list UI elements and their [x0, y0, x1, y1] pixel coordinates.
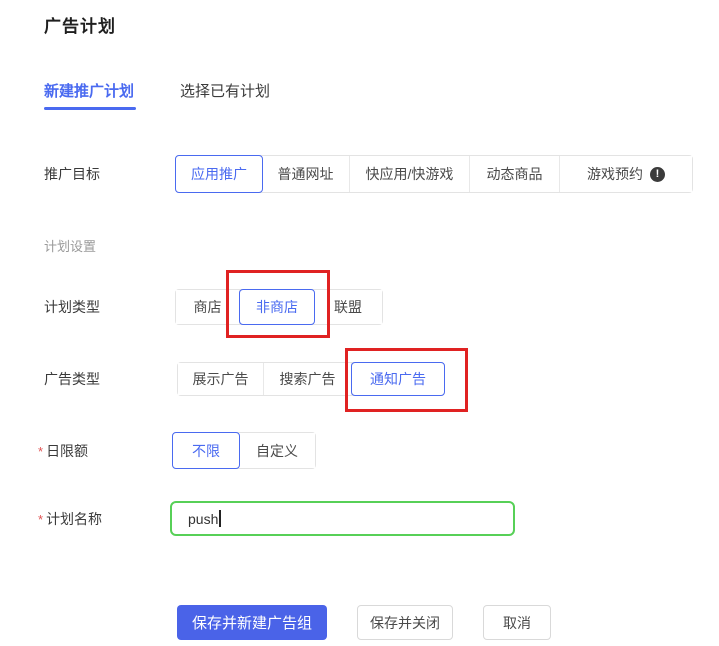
plan-type-group: 商店 非商店 联盟 — [175, 289, 383, 325]
daily-limit-label: *日限额 — [38, 441, 88, 462]
save-and-new-adgroup-button[interactable]: 保存并新建广告组 — [177, 605, 327, 640]
daily-limit-label-text: 日限额 — [46, 443, 89, 459]
text-caret — [219, 510, 221, 527]
daily-limit-custom[interactable]: 自定义 — [239, 433, 315, 468]
plan-type-non-store[interactable]: 非商店 — [239, 289, 315, 325]
goal-game-reservation-label: 游戏预约 — [587, 166, 643, 182]
required-mark: * — [38, 512, 44, 527]
plan-name-label-text: 计划名称 — [46, 511, 103, 527]
ad-type-label: 广告类型 — [44, 371, 100, 387]
goal-game-reservation[interactable]: 游戏预约 ! — [560, 156, 692, 192]
goal-app-promotion[interactable]: 应用推广 — [175, 155, 263, 193]
required-mark: * — [38, 444, 44, 459]
tab-existing-plan[interactable]: 选择已有计划 — [180, 83, 271, 100]
plan-name-input[interactable]: push — [170, 501, 515, 536]
goal-dynamic-product[interactable]: 动态商品 — [470, 156, 560, 192]
tab-new-plan[interactable]: 新建推广计划 — [44, 83, 135, 100]
goal-quick-app[interactable]: 快应用/快游戏 — [350, 156, 470, 192]
ad-type-search[interactable]: 搜索广告 — [264, 363, 352, 395]
promotion-goal-group: 应用推广 普通网址 快应用/快游戏 动态商品 游戏预约 ! — [175, 155, 693, 193]
plan-type-store[interactable]: 商店 — [176, 290, 240, 324]
promotion-goal-label: 推广目标 — [44, 166, 100, 182]
ad-type-group: 展示广告 搜索广告 通知广告 — [177, 362, 445, 396]
ad-type-display[interactable]: 展示广告 — [178, 363, 264, 395]
plan-name-value: push — [188, 510, 219, 527]
active-tab-underline — [44, 107, 136, 110]
info-icon: ! — [650, 166, 665, 182]
daily-limit-group: 不限 自定义 — [172, 432, 316, 469]
save-and-close-button[interactable]: 保存并关闭 — [357, 605, 453, 640]
plan-type-alliance[interactable]: 联盟 — [314, 290, 382, 324]
goal-normal-url[interactable]: 普通网址 — [262, 156, 350, 192]
ad-type-notification[interactable]: 通知广告 — [351, 362, 445, 396]
plan-settings-section-label: 计划设置 — [44, 239, 97, 254]
plan-name-label: *计划名称 — [38, 509, 102, 530]
plan-type-label: 计划类型 — [44, 299, 100, 315]
page-title: 广告计划 — [44, 17, 116, 36]
daily-limit-unlimited[interactable]: 不限 — [172, 432, 240, 469]
cancel-button[interactable]: 取消 — [483, 605, 551, 640]
